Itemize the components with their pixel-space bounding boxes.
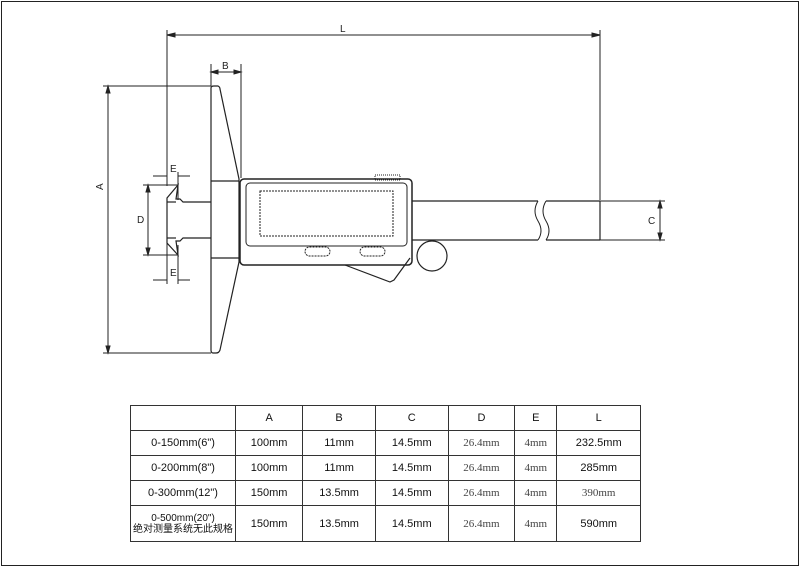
- cell-D: 26.4mm: [447, 505, 516, 542]
- model-cell: 0-300mm(12"): [130, 480, 236, 506]
- cell-E: 4mm: [514, 505, 558, 542]
- dimension-C: C: [600, 199, 665, 242]
- label-E-bottom: E: [170, 268, 177, 279]
- label-L: L: [340, 24, 346, 35]
- label-E-top: E: [170, 164, 177, 175]
- label-B: B: [222, 61, 229, 72]
- spec-table: A B C D E L 0-150mm(6") 100mm 11mm 14.5m…: [130, 405, 641, 542]
- header-cell: B: [302, 405, 376, 431]
- dimension-B: B: [209, 61, 243, 178]
- model-name: 0-500mm(20"): [151, 512, 215, 524]
- caliper-beam: [412, 200, 601, 241]
- cell-D: 26.4mm: [447, 430, 516, 456]
- button-left: [304, 246, 331, 257]
- header-cell: A: [234, 405, 304, 431]
- cell-B: 13.5mm: [302, 480, 376, 506]
- header-cell: E: [514, 405, 558, 431]
- cell-L: 390mm: [556, 480, 641, 506]
- model-cell: 0-500mm(20") 绝对测量系统无此规格: [130, 505, 236, 542]
- table-header-row: A B C D E L: [130, 405, 641, 431]
- cell-C: 14.5mm: [374, 430, 449, 456]
- depth-rod: [166, 183, 211, 257]
- model-cell: 0-150mm(6"): [130, 430, 236, 456]
- cell-L: 232.5mm: [556, 430, 641, 456]
- header-cell: C: [374, 405, 449, 431]
- header-cell: L: [556, 405, 641, 431]
- cell-L: 590mm: [556, 505, 641, 542]
- cell-C: 14.5mm: [374, 480, 449, 506]
- cell-E: 4mm: [514, 480, 558, 506]
- cell-B: 11mm: [302, 455, 376, 481]
- cell-B: 13.5mm: [302, 505, 376, 542]
- cell-E: 4mm: [514, 430, 558, 456]
- cell-D: 26.4mm: [447, 455, 516, 481]
- table-row: 0-200mm(8") 100mm 11mm 14.5mm 26.4mm 4mm…: [130, 455, 641, 481]
- cell-C: 14.5mm: [374, 455, 449, 481]
- dimension-D: D: [137, 183, 178, 257]
- label-C: C: [648, 216, 655, 227]
- cell-E: 4mm: [514, 455, 558, 481]
- cell-C: 14.5mm: [374, 505, 449, 542]
- caliper-base: [210, 85, 240, 354]
- cell-A: 100mm: [234, 430, 304, 456]
- cell-B: 11mm: [302, 430, 376, 456]
- cell-L: 285mm: [556, 455, 641, 481]
- model-note: 绝对测量系统无此规格: [133, 523, 233, 535]
- header-cell: [130, 405, 236, 431]
- table-row: 0-500mm(20") 绝对测量系统无此规格 150mm 13.5mm 14.…: [130, 505, 641, 542]
- dimension-E: E E: [153, 164, 190, 284]
- model-cell: 0-200mm(8"): [130, 455, 236, 481]
- button-right: [359, 246, 386, 257]
- cell-D: 26.4mm: [447, 480, 516, 506]
- caliper-body: [239, 174, 448, 283]
- cell-A: 150mm: [234, 480, 304, 506]
- table-row: 0-150mm(6") 100mm 11mm 14.5mm 26.4mm 4mm…: [130, 430, 641, 456]
- thumb-wheel: [416, 240, 448, 272]
- dimension-L: L: [166, 24, 601, 200]
- table-row: 0-300mm(12") 150mm 13.5mm 14.5mm 26.4mm …: [130, 480, 641, 506]
- cell-A: 150mm: [234, 505, 304, 542]
- dimension-A: A: [95, 84, 211, 355]
- label-D: D: [137, 215, 144, 226]
- header-cell: D: [447, 405, 516, 431]
- label-A: A: [95, 183, 106, 190]
- cell-A: 100mm: [234, 455, 304, 481]
